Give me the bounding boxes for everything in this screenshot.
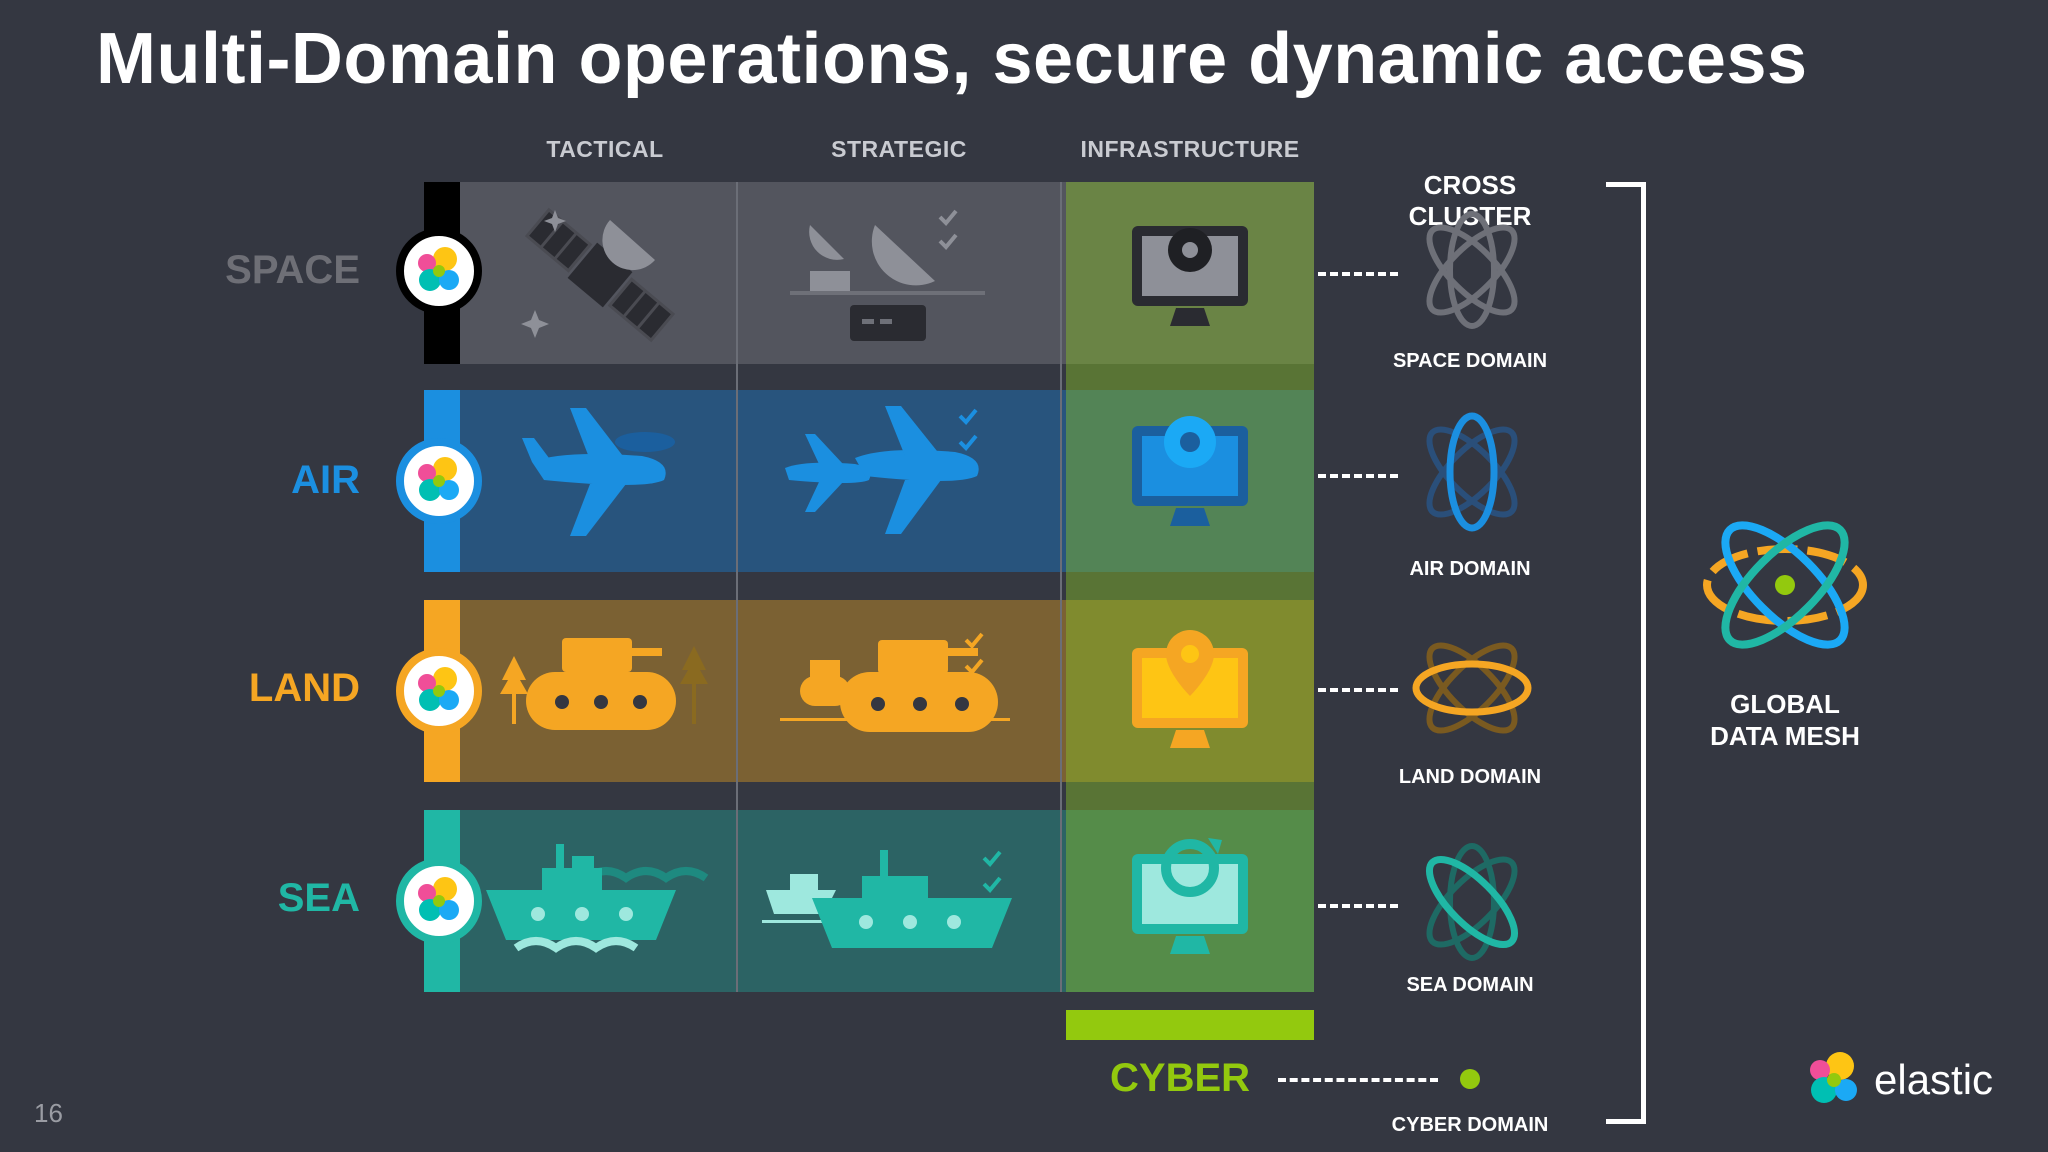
radar-dish-icon <box>790 209 985 341</box>
row-label-land: LAND <box>248 666 360 710</box>
elastic-badge-space <box>396 228 482 314</box>
elastic-logo-icon <box>418 457 459 501</box>
domain-label-space: SPACE DOMAIN <box>1392 350 1548 372</box>
gear-monitor-icon <box>1132 226 1248 326</box>
tank-icon <box>500 638 708 730</box>
connector-space <box>1318 272 1398 276</box>
cyber-domain-dot-icon <box>1460 1069 1480 1089</box>
elastic-badge-air <box>396 438 482 524</box>
cross-cluster-bracket <box>1606 182 1646 1124</box>
cross-cluster-title: CROSS CLUSTER <box>1408 170 1532 231</box>
refresh-monitor-icon <box>1132 838 1248 954</box>
location-monitor-icon <box>1132 630 1248 748</box>
tanks-icon <box>780 632 1010 732</box>
ships-icon <box>762 850 1012 948</box>
domain-label-sea: SEA DOMAIN <box>1406 974 1534 996</box>
elastic-badge-sea <box>396 858 482 944</box>
column-header-strategic: STRATEGIC <box>831 136 967 162</box>
page-title: Multi-Domain operations, secure dynamic … <box>96 19 1808 99</box>
row-label-air: AIR <box>291 458 360 502</box>
global-data-mesh-label: GLOBAL DATA MESH <box>1680 688 1890 752</box>
connector-air <box>1318 474 1398 478</box>
elastic-badge-land <box>396 648 482 734</box>
domain-label-land: LAND DOMAIN <box>1398 766 1542 788</box>
airplane-icon <box>522 408 675 536</box>
column-divider <box>1060 182 1062 992</box>
global-data-mesh-line2: DATA MESH <box>1710 721 1860 751</box>
page-number: 16 <box>34 1098 63 1128</box>
land-domain-atom-icon <box>1412 642 1532 734</box>
airplanes-icon <box>785 406 979 534</box>
column-divider <box>736 182 738 992</box>
brand-name: elastic <box>1874 1056 1994 1103</box>
column-header-tactical: TACTICAL <box>546 136 664 162</box>
global-data-mesh-line1: GLOBAL <box>1730 689 1840 719</box>
connector-land <box>1318 688 1398 692</box>
elastic-logo-icon <box>418 247 459 291</box>
connector-sea <box>1318 904 1398 908</box>
cyber-bar <box>1066 1010 1314 1040</box>
sea-domain-atom-icon <box>1425 843 1519 961</box>
domain-label-cyber: CYBER DOMAIN <box>1391 1114 1549 1136</box>
air-domain-atom-icon <box>1426 412 1518 532</box>
satellite-icon <box>521 207 676 343</box>
column-header-infrastructure: INFRASTRUCTURE <box>1080 136 1300 162</box>
cyber-label: CYBER <box>1110 1056 1251 1100</box>
connector-cyber <box>1278 1078 1438 1082</box>
space-domain-atom-icon <box>1426 211 1518 329</box>
global-data-mesh-icon <box>1703 521 1867 649</box>
domain-label-air: AIR DOMAIN <box>1409 558 1531 580</box>
elastic-logo-icon <box>418 877 459 921</box>
elastic-logo-icon <box>1810 1052 1857 1103</box>
network-monitor-icon <box>1132 416 1248 526</box>
row-label-space: SPACE <box>225 248 360 292</box>
elastic-logo-icon <box>418 667 459 711</box>
ship-icon <box>486 844 709 953</box>
row-label-sea: SEA <box>277 876 360 920</box>
